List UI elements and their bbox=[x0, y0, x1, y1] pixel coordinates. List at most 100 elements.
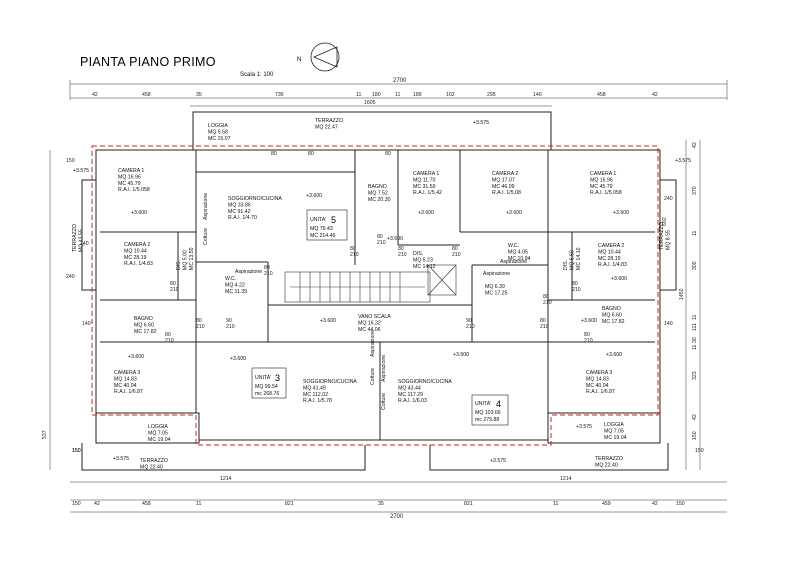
dim-text: 821 bbox=[285, 501, 294, 507]
room-measure: MQ 6.60 bbox=[602, 312, 622, 318]
room-name: CAMERA 1 bbox=[413, 171, 439, 177]
room-measure: R.A.I. 1/5.058 bbox=[118, 187, 150, 193]
room-name: CAMERA 2 bbox=[598, 243, 624, 249]
dim-text: 300 bbox=[692, 261, 698, 270]
dim-text: 180 bbox=[372, 92, 381, 98]
dim-text: 42 bbox=[92, 92, 98, 98]
dim-top-sub: 1605 bbox=[364, 100, 376, 106]
dim-text: 11 bbox=[553, 501, 558, 507]
unit-number: 3 bbox=[275, 373, 280, 383]
level-marker: +3.575 bbox=[73, 168, 89, 174]
dim-bottom-row2: 150 42 458 11 821 35 821 11 459 42 150 bbox=[72, 501, 685, 507]
room-measure: MQ 6.60 bbox=[134, 322, 154, 328]
room-measure: MQ 43.44 bbox=[398, 385, 421, 391]
room-measure: MQ 5.00 bbox=[182, 250, 188, 270]
door-labels: 80 80 80 80 210 80 210 80 210 80 210 80 … bbox=[80, 151, 673, 344]
door-width: 80 bbox=[308, 151, 314, 157]
aspirazione-label-3: Aspirazione bbox=[370, 330, 376, 357]
room-name: BAGNO bbox=[368, 184, 387, 190]
room-name: VANO SCALA bbox=[358, 314, 391, 320]
dim-bottom-total: 2700 bbox=[390, 514, 404, 520]
dim-text: 295 bbox=[487, 92, 496, 98]
room-measure: MC 17.82 bbox=[134, 329, 157, 335]
room-measure: MC 117.29 bbox=[398, 392, 423, 398]
room-measure: MC 44.06 bbox=[358, 327, 381, 333]
door-width: 80 bbox=[350, 246, 356, 252]
dim-text: 323 bbox=[692, 371, 698, 380]
level-marker: +3.600 bbox=[230, 356, 246, 362]
room-measure: MC 19.04 bbox=[148, 437, 171, 443]
dim-text: 458 bbox=[142, 92, 151, 98]
dim-text: 150 bbox=[695, 448, 704, 454]
door-width: 80 bbox=[540, 318, 546, 324]
room-name: TERRAZZO bbox=[595, 456, 623, 462]
dim-text: 11 bbox=[692, 345, 698, 350]
level-marker: +3.600 bbox=[306, 193, 322, 199]
aspirazione-label-wcr: Aspirazione bbox=[500, 259, 527, 265]
dim-text: 370 bbox=[692, 186, 698, 195]
dim-text: 150 bbox=[72, 501, 81, 507]
dim-left-240: 240 bbox=[66, 274, 75, 280]
room-measure: MQ 4.22 bbox=[225, 282, 245, 288]
elevator-shaft bbox=[427, 264, 457, 296]
room-measure: R.A.I. 1/6.03 bbox=[398, 398, 427, 404]
dim-text: 35 bbox=[378, 501, 384, 507]
dim-top-row: 42 458 35 736 11 180 11 189 102 295 140 … bbox=[92, 92, 658, 98]
door-width: 80 bbox=[271, 151, 277, 157]
walls bbox=[81, 111, 677, 471]
dim-text: 42 bbox=[692, 142, 698, 148]
door-height: 210 bbox=[398, 252, 407, 258]
door-height: 210 bbox=[584, 338, 593, 344]
level-markers: +3.575 +3.575 +3.575 +3.600 +3.600 +3.60… bbox=[73, 120, 691, 464]
room-measure: MQ 10.44 bbox=[124, 248, 147, 254]
side-dimension-lines bbox=[49, 140, 701, 470]
level-marker: +3.600 bbox=[613, 210, 629, 216]
room-measure: MQ 11.70 bbox=[413, 177, 436, 183]
door-height: 210 bbox=[452, 252, 461, 258]
unit-mq: MQ 99.54 bbox=[255, 384, 278, 390]
door-height: 210 bbox=[572, 287, 581, 293]
unit-mq: MQ 79.43 bbox=[310, 226, 333, 232]
dim-text: 11 bbox=[356, 92, 361, 98]
room-measure: MQ 16.96 bbox=[590, 177, 613, 183]
room-measure: MQ 13.55 bbox=[78, 229, 84, 252]
room-measure: MC 45.79 bbox=[118, 181, 141, 187]
door-width: 80 bbox=[543, 294, 549, 300]
door-width: 140 bbox=[82, 321, 91, 327]
unit-label: UNITA' bbox=[310, 217, 326, 223]
dim-text: 140 bbox=[533, 92, 542, 98]
room-measure: MQ 5.58 bbox=[208, 129, 228, 135]
room-measure: MC 40.04 bbox=[586, 383, 609, 389]
room-name: CAMERA 3 bbox=[114, 370, 140, 376]
door-width: 140 bbox=[664, 321, 673, 327]
level-marker: +3.575 bbox=[473, 120, 489, 126]
room-measure: MC 13.50 bbox=[189, 247, 195, 270]
door-height: 210 bbox=[165, 338, 174, 344]
room-measure: MC 112.02 bbox=[303, 392, 328, 398]
dim-text: 1450 bbox=[679, 288, 685, 300]
unit-mc: mc 279.88 bbox=[475, 417, 499, 423]
room-measure: R.A.I. 1/5.42 bbox=[413, 190, 442, 196]
door-width: 80 bbox=[165, 332, 171, 338]
unit-5-tag: UNITA' 5 MQ 79.43 MC 214.46 bbox=[306, 209, 348, 241]
unit-mq: MQ 103.66 bbox=[475, 410, 501, 416]
door-width: 80 bbox=[572, 281, 578, 287]
level-marker: +3.575 bbox=[490, 458, 506, 464]
dim-text: 1214 bbox=[220, 476, 232, 482]
unit-label: UNITA' bbox=[255, 375, 271, 381]
room-measure: MC 15.07 bbox=[208, 136, 231, 142]
door-height: 240 bbox=[80, 241, 89, 247]
